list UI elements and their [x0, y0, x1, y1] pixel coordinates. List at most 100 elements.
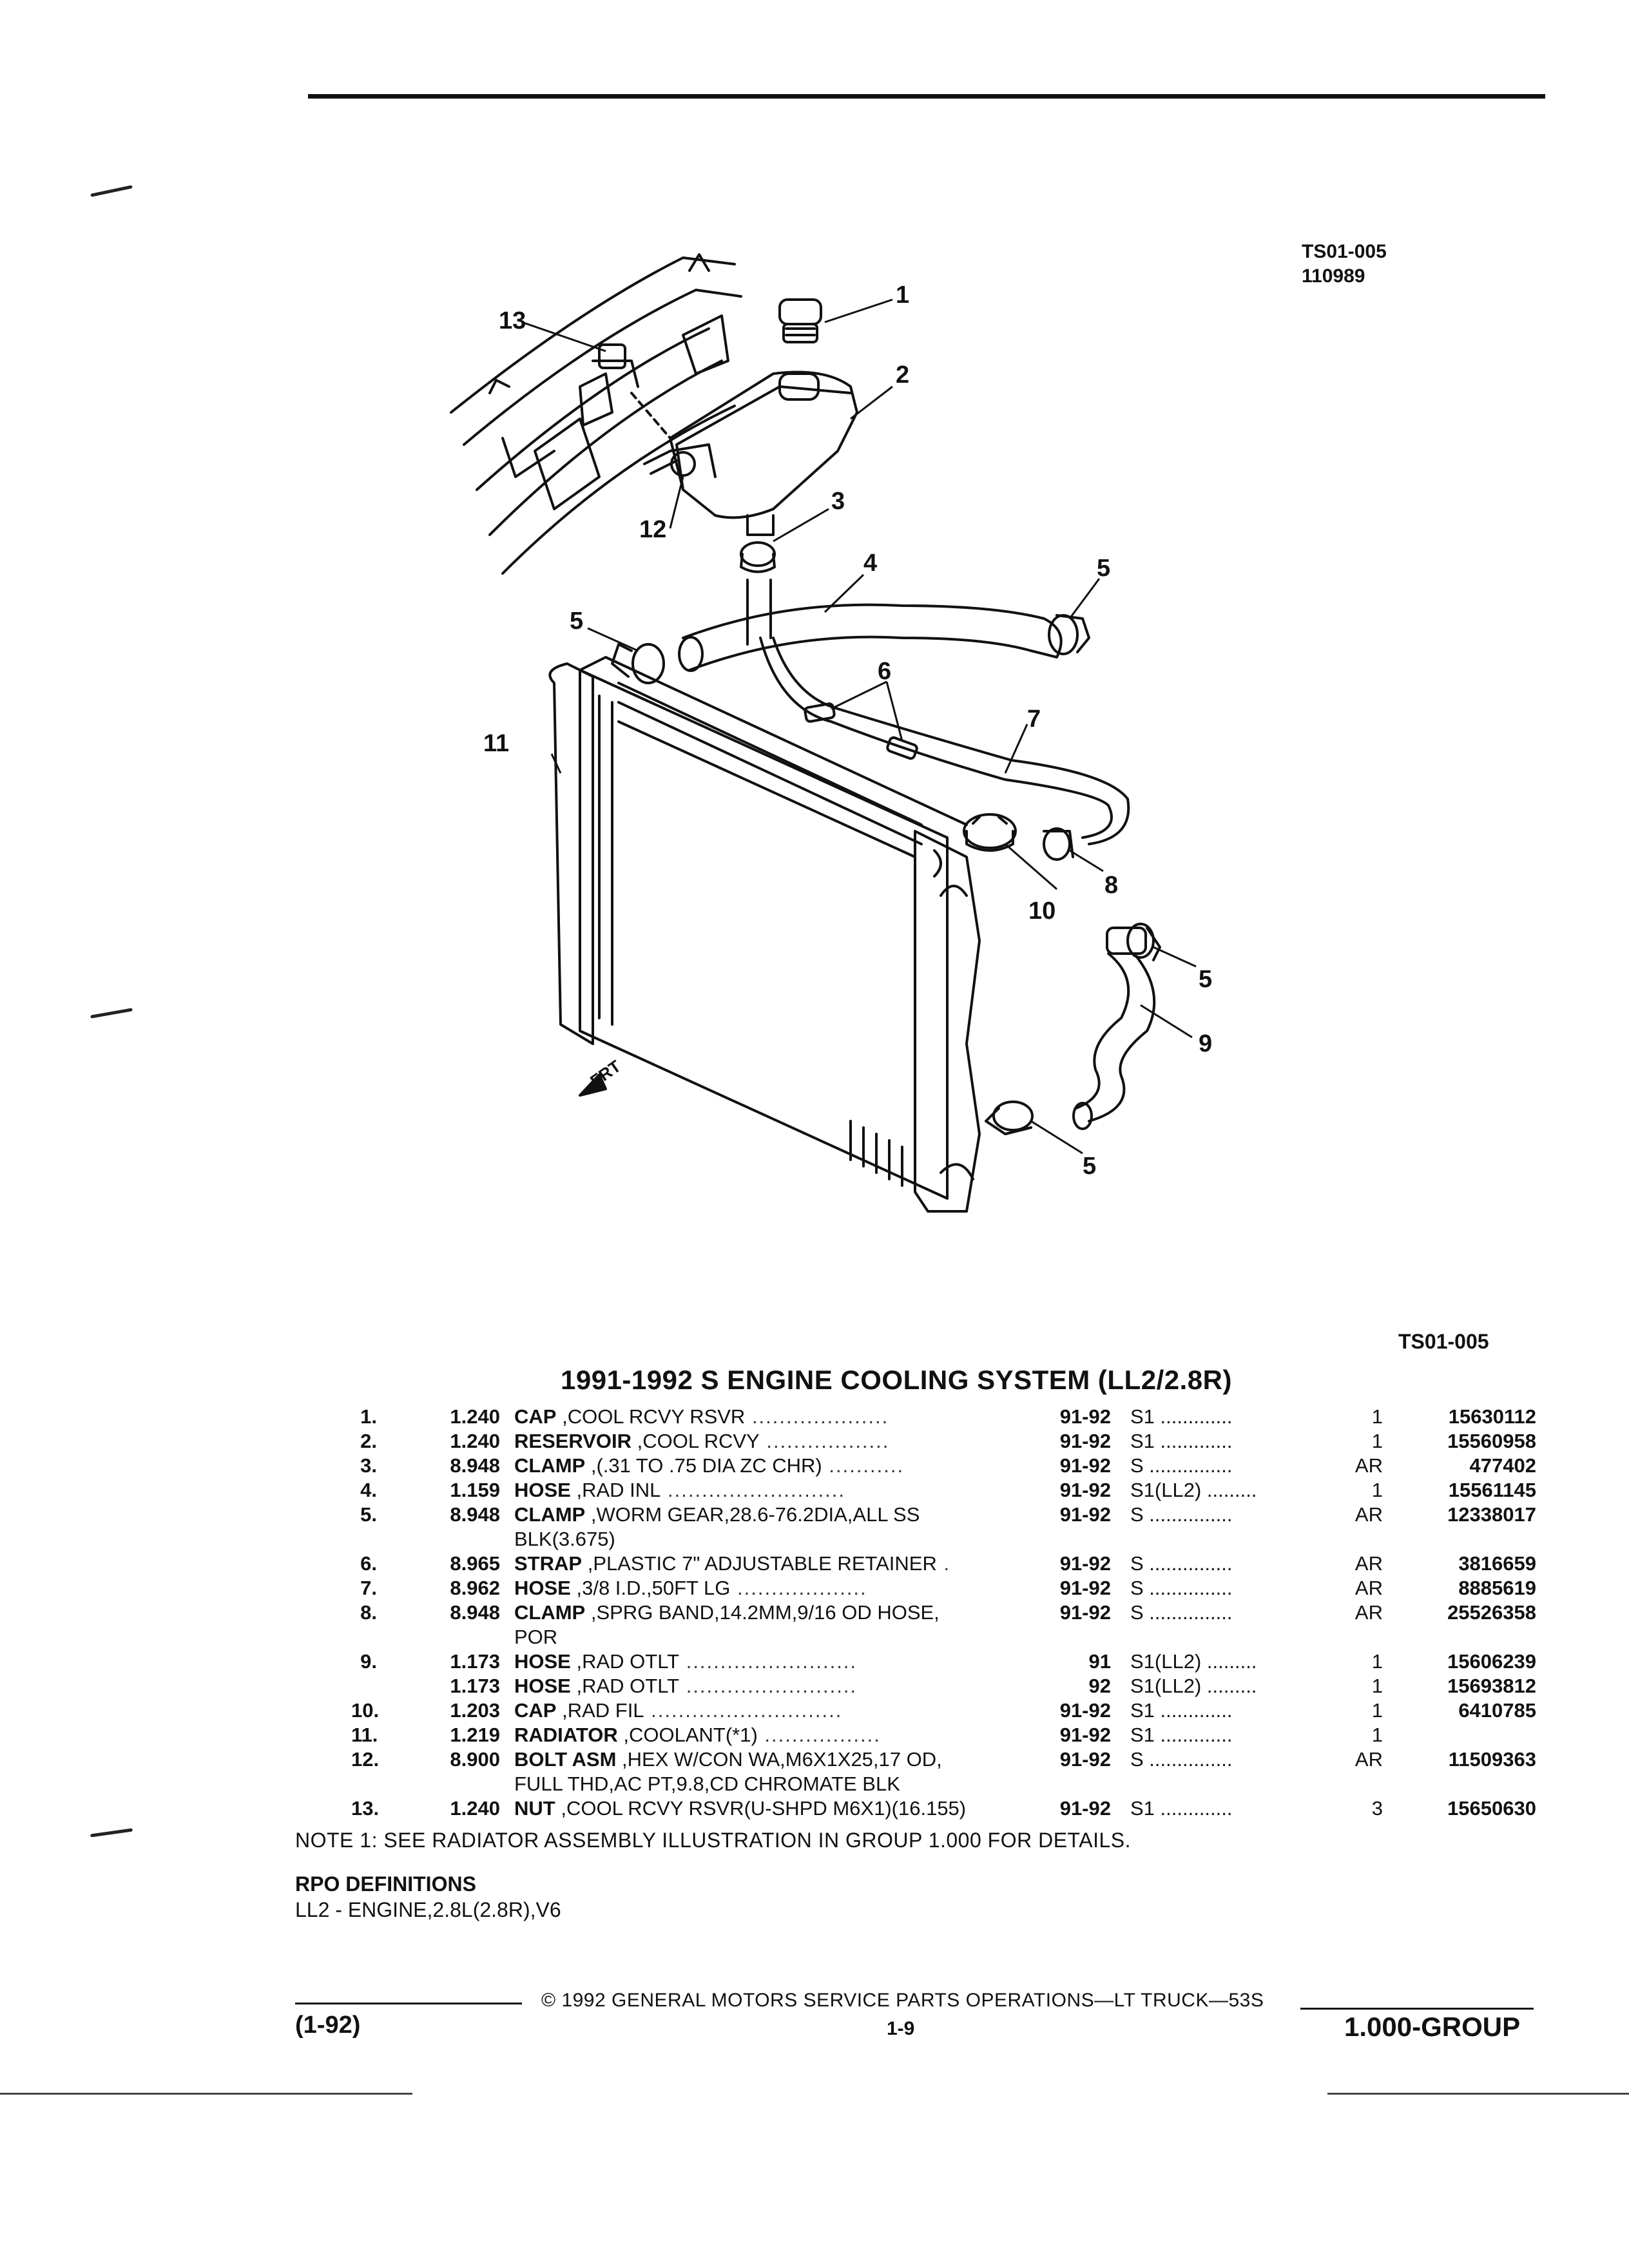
item-number: 9. [360, 1650, 377, 1673]
model-years: 91-92 [1059, 1454, 1111, 1477]
part-name: CLAMP [514, 1503, 586, 1526]
group-number: 1.173 [450, 1650, 500, 1673]
callout-7: 7 [1027, 706, 1041, 733]
margin-mark [90, 1828, 133, 1838]
part-detail: ,COOL RCVY RSVR(U-SHPD M6X1)(16.155) [561, 1797, 967, 1820]
callout-5: 5 [1199, 966, 1212, 993]
part-detail: ,PLASTIC 7" ADJUSTABLE RETAINER [587, 1552, 937, 1575]
callout-1: 1 [896, 282, 909, 309]
part-detail: ,HEX W/CON WA,M6X1X25,17 OD, [622, 1748, 942, 1771]
part-detail: ,COOLANT(*1) [623, 1724, 758, 1746]
part-description: CAP ,COOL RCVY RSVR .................... [514, 1405, 1030, 1429]
parts-row: BLK(3.675) [0, 1527, 1629, 1552]
illustration-ref-date: 110989 [1302, 265, 1365, 287]
leader-dots: .................. [759, 1430, 890, 1452]
part-description: HOSE ,RAD OTLT ......................... [514, 1649, 1030, 1674]
group-number: 1.159 [450, 1479, 500, 1501]
quantity: 1 [1371, 1724, 1383, 1746]
leader-dots: ......................... [679, 1650, 858, 1673]
note-text: NOTE 1: SEE RADIATOR ASSEMBLY ILLUSTRATI… [295, 1829, 1131, 1852]
hose-clamp-5b [611, 643, 665, 684]
model-code-text: S [1130, 1577, 1144, 1599]
callout-13: 13 [499, 307, 526, 334]
part-detail: FULL THD,AC PT,9.8,CD CHROMATE BLK [514, 1773, 900, 1795]
model-code-text: S1(LL2) [1130, 1675, 1202, 1697]
callout-5: 5 [1083, 1153, 1096, 1180]
leader-dots: ........... [822, 1454, 905, 1477]
group-number: 1.240 [450, 1797, 500, 1820]
model-code-text: S1(LL2) [1130, 1650, 1202, 1673]
quantity: AR [1354, 1601, 1383, 1624]
model-years: 91-92 [1059, 1577, 1111, 1599]
callout-11: 11 [483, 730, 509, 757]
model-code-text: S [1130, 1748, 1144, 1771]
leader-dots: ............. [1154, 1405, 1233, 1428]
quantity: 3 [1371, 1797, 1383, 1820]
group-number: 1.240 [450, 1430, 500, 1452]
part-number: 12338017 [1447, 1503, 1536, 1526]
model-code-text: S [1130, 1601, 1144, 1624]
model-years: 91-92 [1059, 1699, 1111, 1722]
part-description: NUT ,COOL RCVY RSVR(U-SHPD M6X1)(16.155) [514, 1796, 1030, 1821]
model-years: 91-92 [1059, 1797, 1111, 1820]
hose-strap [886, 736, 918, 760]
parts-list: 1. 1.240 CAP ,COOL RCVY RSVR .............… [0, 1405, 1629, 1821]
model-years: 91-92 [1059, 1430, 1111, 1452]
quantity: 1 [1371, 1675, 1383, 1697]
model-code-text: S1 [1130, 1699, 1155, 1722]
quantity: 1 [1371, 1405, 1383, 1428]
model-code-text: S1(LL2) [1130, 1479, 1202, 1501]
model-code: S ............... [1130, 1552, 1343, 1576]
part-number: 11509363 [1448, 1748, 1536, 1771]
radiator-outlet-hose [1072, 927, 1156, 1130]
part-number: 477402 [1469, 1454, 1536, 1477]
hose-clamp-3 [740, 541, 776, 573]
part-name: HOSE [514, 1577, 571, 1599]
edition-label: (1-92) [295, 2012, 361, 2039]
part-name: HOSE [514, 1479, 571, 1501]
part-name: STRAP [514, 1552, 583, 1575]
model-code: S1 ............. [1130, 1723, 1343, 1747]
part-number: 15630112 [1448, 1405, 1536, 1428]
group-number: 8.965 [450, 1552, 500, 1575]
group-number: 1.240 [450, 1405, 500, 1428]
leader-dots: . [936, 1552, 951, 1575]
item-number: 12. [351, 1748, 380, 1771]
model-years: 91-92 [1059, 1405, 1111, 1428]
model-code-text: S [1130, 1503, 1144, 1526]
model-code-text: S1 [1130, 1405, 1155, 1428]
copyright-text: © 1992 GENERAL MOTORS SERVICE PARTS OPER… [541, 1990, 1264, 2011]
group-number: 8.900 [450, 1748, 500, 1771]
model-code-text: S1 [1130, 1430, 1155, 1452]
model-code: S1(LL2) ......... [1130, 1478, 1343, 1503]
item-number: 11. [351, 1724, 378, 1746]
part-number: 15560958 [1447, 1430, 1536, 1452]
leader-dots: ............. [1154, 1699, 1233, 1722]
callout-6: 6 [878, 658, 891, 685]
part-detail: ,COOL RCVY RSVR [562, 1405, 746, 1428]
leader-dots: ............. [1154, 1430, 1233, 1452]
parts-row: FULL THD,AC PT,9.8,CD CHROMATE BLK [0, 1772, 1629, 1796]
callout-8: 8 [1104, 872, 1118, 899]
part-name: NUT [514, 1797, 555, 1820]
overflow-hose [759, 637, 1130, 845]
model-years: 91-92 [1059, 1479, 1111, 1501]
front-arrow-icon [579, 1073, 607, 1097]
leader-dots: ............... [1143, 1552, 1233, 1575]
part-number: 3816659 [1458, 1552, 1536, 1575]
part-name: RADIATOR [514, 1724, 618, 1746]
part-detail: ,RAD OTLT [576, 1650, 680, 1673]
callout-12: 12 [639, 516, 666, 543]
group-number: 8.948 [450, 1503, 500, 1526]
group-label: 1.000-GROUP [1344, 2012, 1521, 2042]
reservoir-cap [778, 298, 822, 343]
body-panel [450, 253, 742, 575]
item-number: 6. [360, 1552, 377, 1575]
